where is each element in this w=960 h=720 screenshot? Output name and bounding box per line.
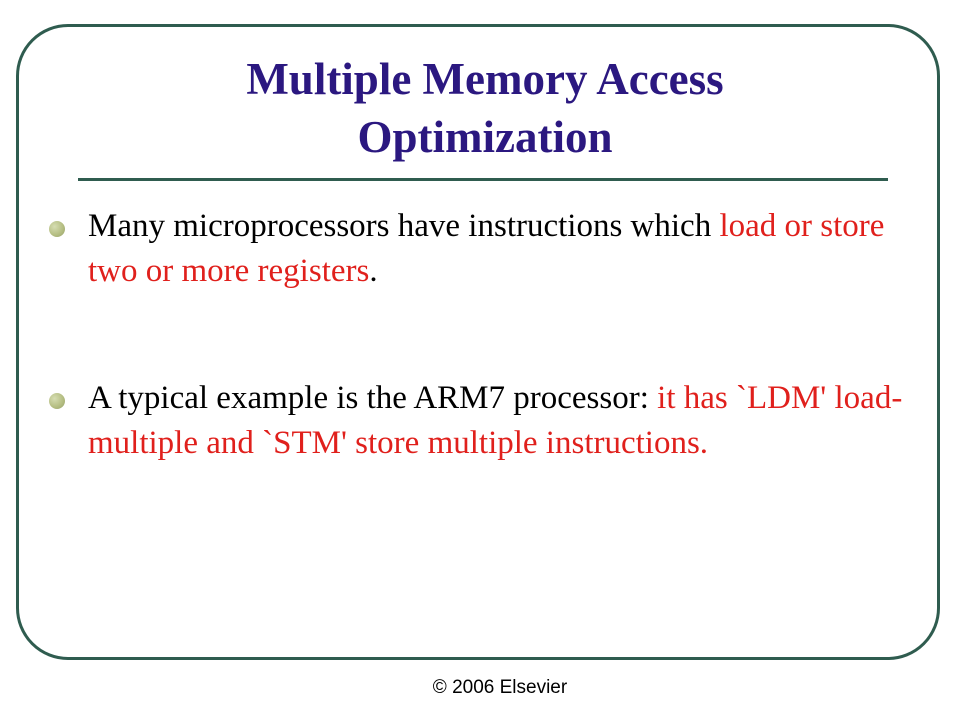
bullet-1-text: Many microprocessors have instructions w… <box>88 208 720 244</box>
title-line-2: Optimization <box>357 112 613 162</box>
copyright-footer: © 2006 Elsevier <box>432 677 568 698</box>
bullet-1-highlight: load or store two or more registers <box>88 208 885 289</box>
bullet-item-2: A typical example is the ARM7 processor:… <box>44 376 904 466</box>
title-line-1: Multiple Memory Access <box>246 54 724 104</box>
bullet-2-text: A typical example is the ARM7 processor: <box>88 380 658 416</box>
bullet-dot-icon <box>49 393 65 409</box>
bullet-list: Many microprocessors have instructions w… <box>44 204 904 466</box>
bullet-dot-icon <box>49 221 65 237</box>
bullet-1-tail: . <box>369 253 378 289</box>
slide-frame <box>16 24 940 660</box>
slide-title: Multiple Memory Access Optimization <box>80 50 890 166</box>
title-underline <box>78 178 888 181</box>
bullet-2-highlight: it has `LDM' load-multiple and `STM' sto… <box>88 380 903 461</box>
bullet-item-1: Many microprocessors have instructions w… <box>44 204 904 294</box>
